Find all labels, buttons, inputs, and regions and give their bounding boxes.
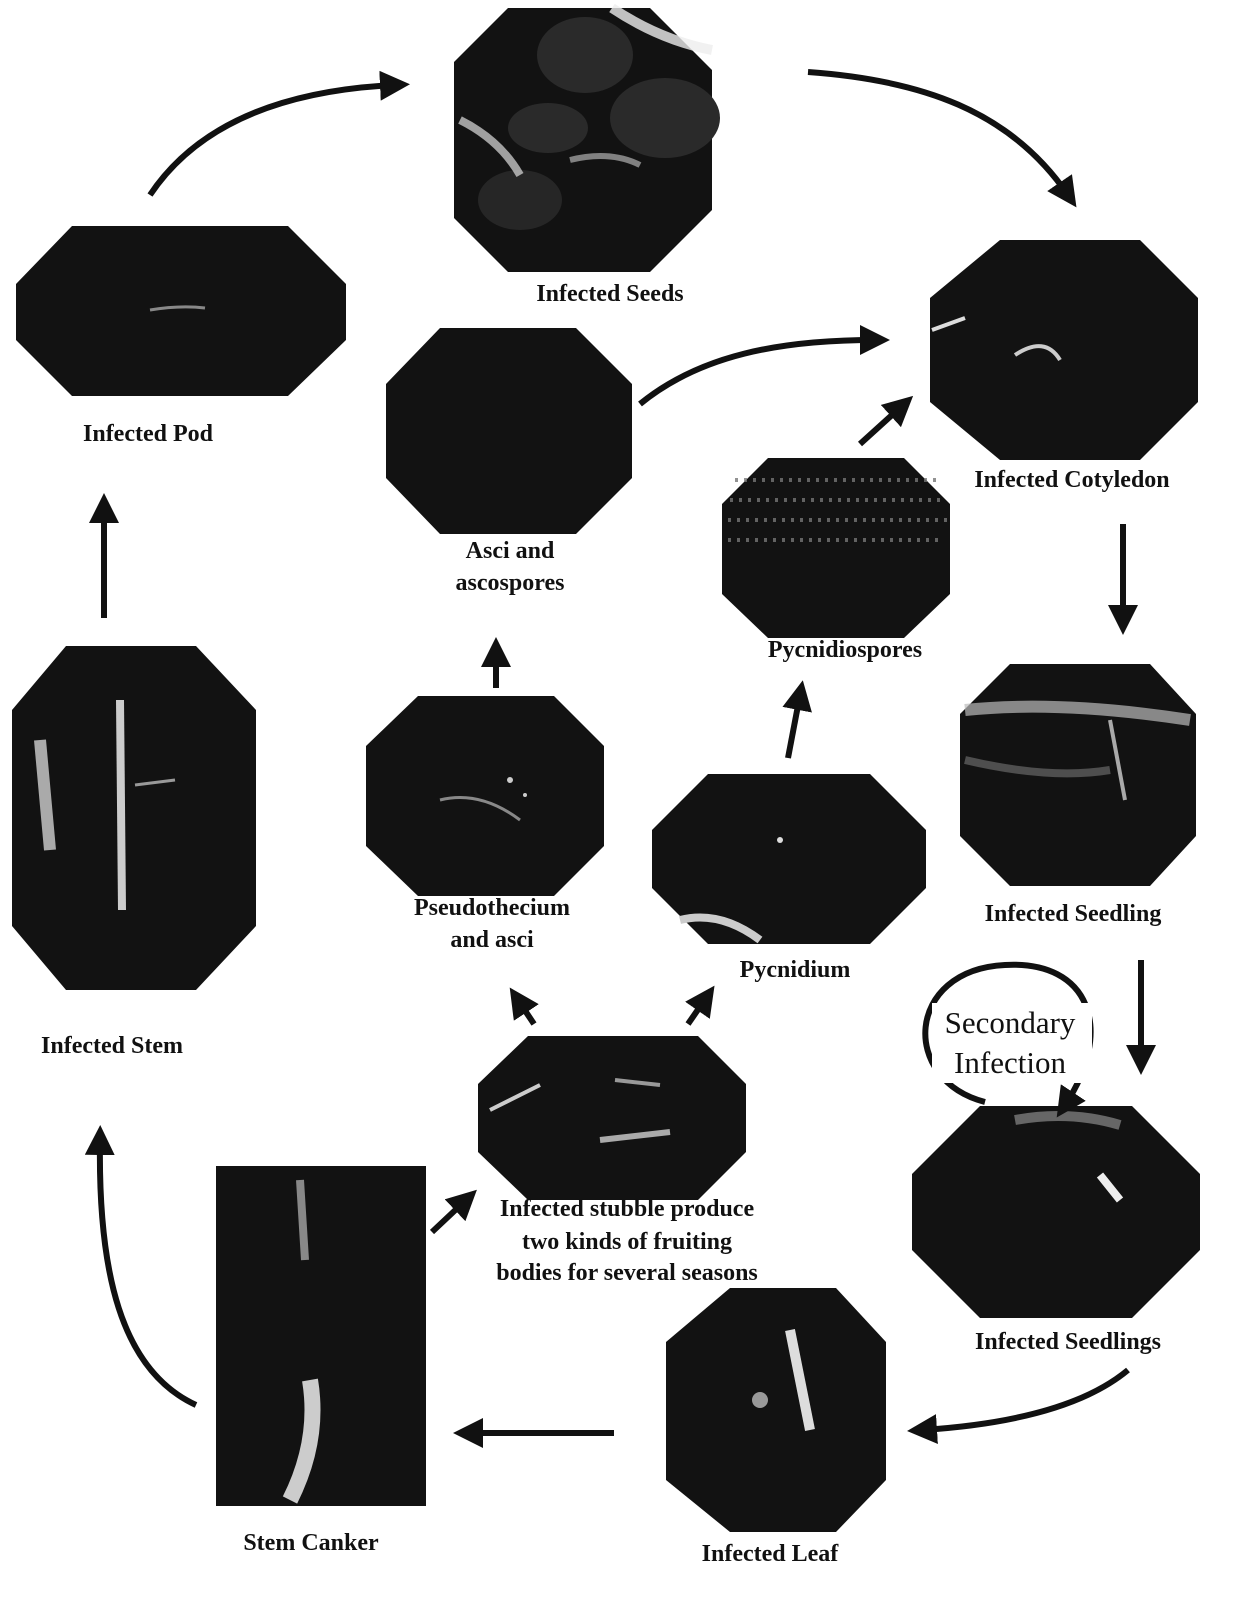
arrow-seedlings-to-leaf	[922, 1370, 1128, 1430]
label-stubble-1: Infected stubble produce	[500, 1196, 755, 1222]
photo-infected-seedling	[960, 664, 1196, 886]
photo-pycnidiospores	[722, 458, 950, 638]
label-pycnidiospores: Pycnidiospores	[768, 637, 922, 663]
photo-infected-pod	[16, 226, 346, 396]
label-secondary-1: Secondary	[945, 1005, 1076, 1040]
label-asci-ascospores-2: ascospores	[456, 570, 565, 596]
label-infected-leaf: Infected Leaf	[702, 1541, 840, 1567]
label-stubble-2: two kinds of fruiting	[522, 1229, 732, 1255]
arrow-pycnidium-to-pycnidiospores	[788, 695, 800, 758]
label-stem-canker: Stem Canker	[243, 1530, 379, 1556]
arrow-seeds-to-cotyledon	[808, 72, 1068, 195]
arrow-canker-to-stem	[100, 1140, 196, 1405]
arrow-asci-to-cotyledon	[640, 340, 875, 404]
arrow-pycnidiospores-to-cotyledon	[860, 406, 902, 444]
label-asci-ascospores-1: Asci and	[466, 538, 555, 564]
label-infected-stem: Infected Stem	[41, 1033, 183, 1059]
photo-stem-canker	[216, 1166, 426, 1506]
arrow-stubble-to-pseudothecium	[518, 1000, 534, 1024]
photo-pycnidium	[652, 774, 926, 944]
label-infected-seedling: Infected Seedling	[985, 901, 1162, 927]
photo-infected-stem	[12, 646, 256, 990]
photo-infected-seeds	[454, 8, 720, 272]
label-pycnidium: Pycnidium	[740, 957, 851, 983]
photo-infected-seedlings	[912, 1106, 1200, 1318]
label-pseudothecium-1: Pseudothecium	[414, 895, 570, 921]
arrow-canker-to-stubble	[432, 1200, 466, 1232]
label-infected-seeds: Infected Seeds	[536, 281, 683, 307]
secondary-infection-loop: Secondary Infection	[925, 965, 1092, 1105]
photo-asci-ascospores	[386, 328, 632, 534]
label-pseudothecium-2: and asci	[450, 927, 534, 953]
photo-infected-stubble	[478, 1036, 746, 1200]
label-infected-cotyledon: Infected Cotyledon	[974, 467, 1169, 493]
label-stubble-3: bodies for several seasons	[496, 1260, 758, 1286]
photo-infected-cotyledon	[930, 240, 1198, 460]
label-infected-seedlings: Infected Seedlings	[975, 1329, 1161, 1355]
arrow-pod-to-seeds	[150, 85, 395, 195]
label-infected-pod: Infected Pod	[83, 421, 214, 447]
label-secondary-2: Infection	[954, 1045, 1066, 1080]
photo-infected-leaf	[666, 1288, 886, 1532]
photo-pseudothecium-asci	[366, 696, 604, 896]
arrow-stubble-to-pycnidium	[688, 998, 706, 1024]
